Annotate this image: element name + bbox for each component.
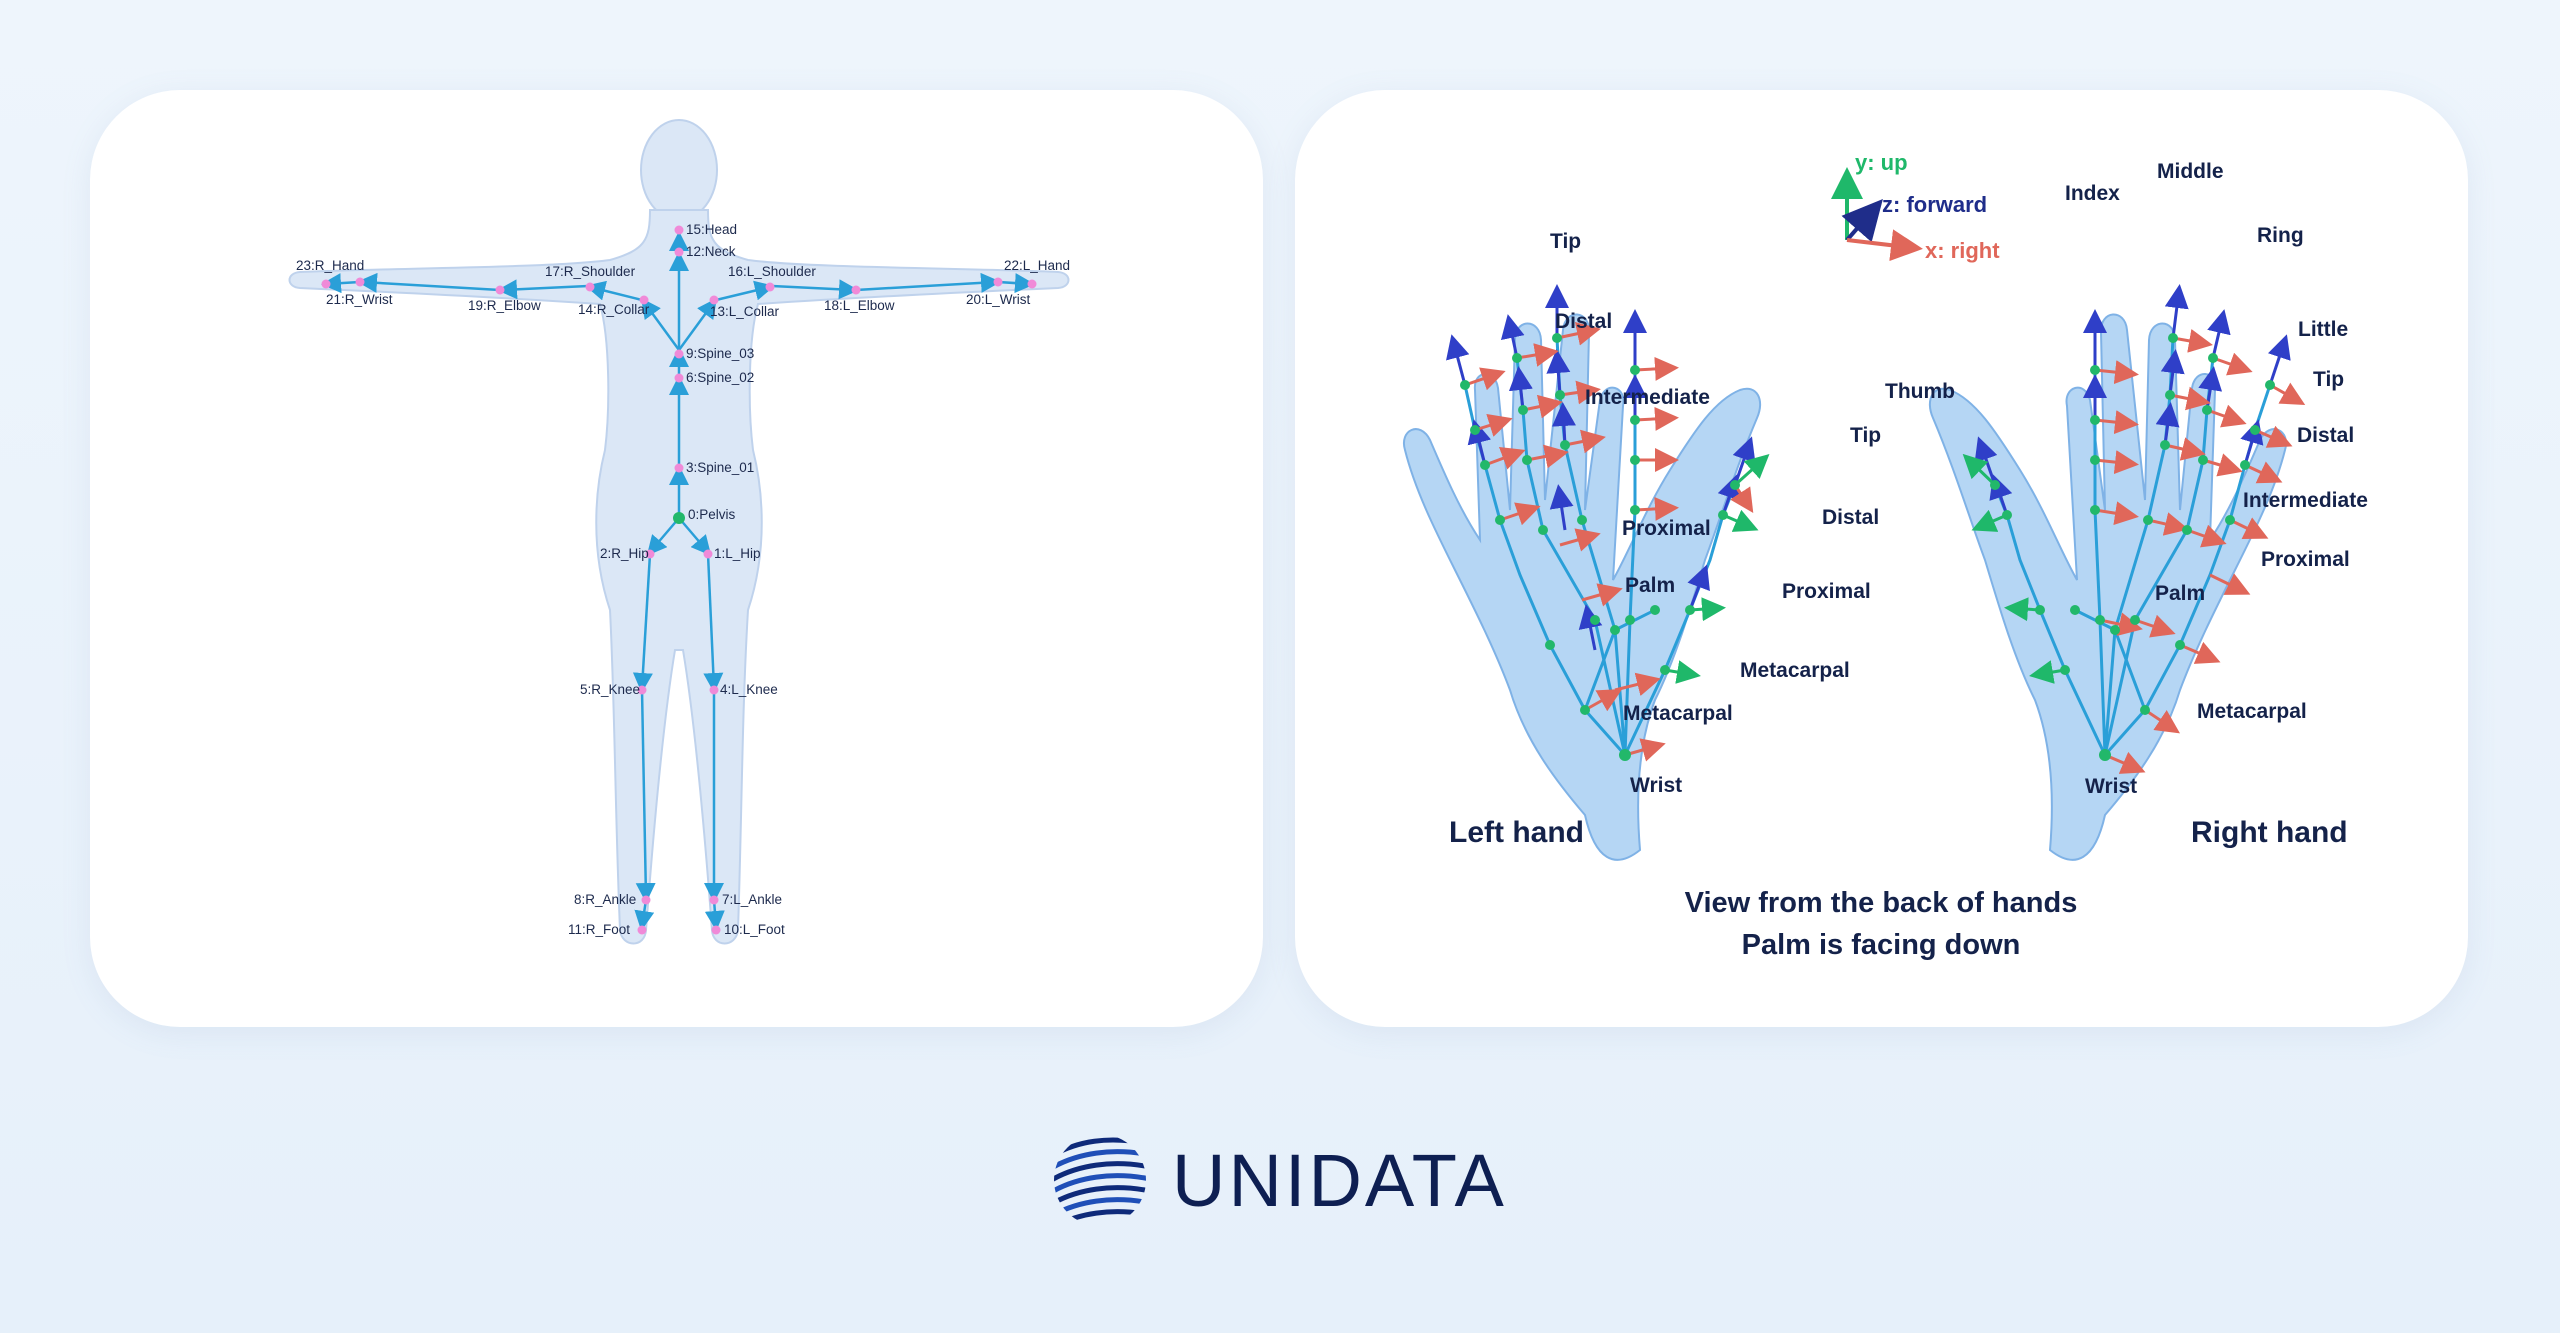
hand-skeleton-card: y: up z: forward x: right Tip Distal Int… (1295, 90, 2468, 1027)
brand-name: UNIDATA (1172, 1138, 1507, 1222)
rh-label-middle: Middle (2157, 160, 2224, 183)
hands-caption: View from the back of hands Palm is faci… (1685, 887, 2078, 961)
rh-label-wrist: Wrist (2085, 775, 2137, 798)
rh-label-metacarpal: Metacarpal (2197, 700, 2307, 723)
left-hand-joints (1460, 333, 1740, 761)
axis-legend: y: up z: forward x: right (1831, 150, 2000, 263)
label-l-wrist: 20:L_Wrist (966, 292, 1031, 307)
label-r-collar: 14:R_Collar (578, 302, 650, 317)
label-pelvis: 0:Pelvis (688, 507, 736, 522)
rh-label-ring: Ring (2257, 224, 2304, 247)
right-hand-joints (1990, 333, 2275, 761)
rh-label-distal: Distal (2297, 424, 2354, 447)
lh-label-thumb-proximal: Proximal (1782, 580, 1871, 603)
label-r-wrist: 21:R_Wrist (326, 292, 393, 307)
unidata-logo: UNIDATA (1050, 1130, 1507, 1230)
lh-label-thumb-metacarpal: Metacarpal (1740, 659, 1850, 682)
label-spine-02: 6:Spine_02 (686, 370, 754, 385)
label-r-hand: 23:R_Hand (296, 258, 364, 273)
lh-label-distal: Distal (1555, 310, 1612, 333)
label-l-hip: 1:L_Hip (714, 546, 761, 561)
label-l-shoulder: 16:L_Shoulder (728, 264, 816, 279)
lh-label-thumb-distal: Distal (1822, 506, 1879, 529)
caption-line-2: Palm is facing down (1742, 929, 2021, 961)
rh-label-thumb: Thumb (1885, 380, 1955, 403)
left-hand-labels: Tip Distal Intermediate Proximal Palm Me… (1449, 230, 1881, 849)
globe-icon (1054, 1137, 1146, 1226)
lh-label-thumb-tip: Tip (1850, 424, 1881, 447)
label-neck: 12:Neck (686, 244, 736, 259)
lh-label-tip: Tip (1550, 230, 1581, 253)
caption-line-1: View from the back of hands (1685, 887, 2078, 919)
body-bones (321, 231, 1035, 931)
lh-label-metacarpal: Metacarpal (1623, 702, 1733, 725)
right-hand-axes (1962, 284, 2306, 774)
rh-label-little: Little (2298, 318, 2348, 341)
label-r-foot: 11:R_Foot (568, 922, 630, 937)
label-spine-03: 9:Spine_03 (686, 346, 754, 361)
rh-label-index: Index (2065, 182, 2120, 205)
rh-label-intermediate: Intermediate (2243, 489, 2368, 512)
body-skeleton-diagram: 15:Head 12:Neck 23:R_Hand 21:R_Wrist 17:… (288, 119, 1070, 945)
left-hand-axes (1446, 284, 1770, 762)
right-hand-labels: Index Middle Ring Little Tip Distal Inte… (1885, 160, 2368, 849)
label-spine-01: 3:Spine_01 (686, 460, 754, 475)
label-head: 15:Head (686, 222, 737, 237)
label-r-elbow: 19:R_Elbow (468, 298, 541, 313)
lh-label-palm: Palm (1625, 574, 1675, 597)
body-joint-labels: 15:Head 12:Neck 23:R_Hand 21:R_Wrist 17:… (296, 222, 1070, 937)
label-l-hand: 22:L_Hand (1004, 258, 1070, 273)
left-hand-title: Left hand (1449, 816, 1584, 849)
label-l-collar: 13:L_Collar (710, 304, 780, 319)
z-axis-arrow (1841, 198, 1883, 243)
lh-label-intermediate: Intermediate (1585, 386, 1710, 409)
label-r-knee: 5:R_Knee (580, 682, 640, 697)
lh-label-proximal: Proximal (1622, 517, 1711, 540)
label-l-elbow: 18:L_Elbow (824, 298, 895, 313)
body-skeleton-card: 15:Head 12:Neck 23:R_Hand 21:R_Wrist 17:… (90, 90, 1263, 1027)
rh-label-tip: Tip (2313, 368, 2344, 391)
x-axis-arrow (1846, 229, 1923, 262)
hand-skeleton-diagram: y: up z: forward x: right Tip Distal Int… (1402, 150, 2368, 961)
z-axis-label: z: forward (1882, 192, 1987, 217)
label-r-ankle: 8:R_Ankle (574, 892, 636, 907)
y-axis-label: y: up (1855, 150, 1908, 175)
body-joints (321, 225, 1037, 935)
x-axis-label: x: right (1925, 238, 2000, 263)
label-r-hip: 2:R_Hip (600, 546, 649, 561)
label-r-shoulder: 17:R_Shoulder (545, 264, 636, 279)
rh-label-proximal: Proximal (2261, 548, 2350, 571)
label-l-knee: 4:L_Knee (720, 682, 778, 697)
label-l-foot: 10:L_Foot (724, 922, 785, 937)
right-hand-title: Right hand (2191, 816, 2348, 849)
lh-label-wrist: Wrist (1630, 774, 1682, 797)
rh-label-palm: Palm (2155, 582, 2205, 605)
label-l-ankle: 7:L_Ankle (722, 892, 782, 907)
